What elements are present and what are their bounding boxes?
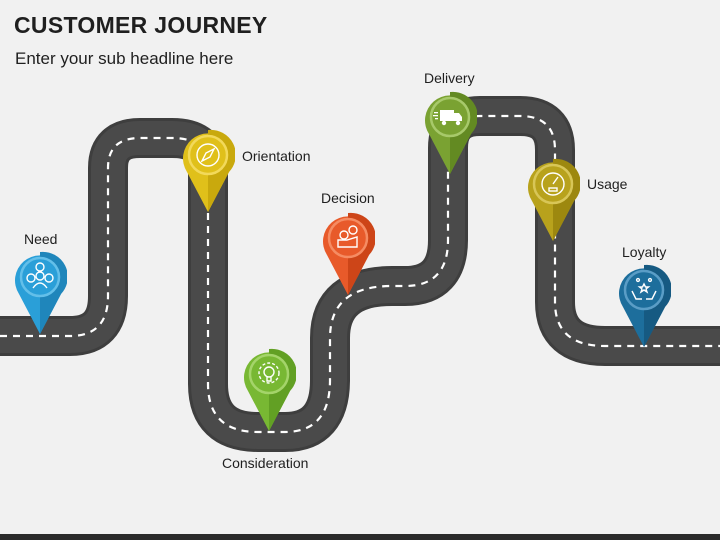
stage-pin-delivery[interactable] — [423, 90, 477, 176]
delivery-truck-icon — [433, 110, 462, 126]
page-subtitle: Enter your sub headline here — [15, 49, 234, 68]
stage-label-need: Need — [24, 231, 58, 247]
stage-pin-decision[interactable] — [321, 211, 375, 297]
lightbulb-gear-icon — [258, 362, 280, 384]
stage-pin-need[interactable] — [13, 250, 67, 336]
hands-stars-icon — [631, 277, 657, 300]
stage-pin-consideration[interactable] — [242, 347, 296, 433]
bottom-bar — [0, 534, 720, 540]
stage-pin-loyalty[interactable] — [617, 263, 671, 349]
page-title: CUSTOMER JOURNEY — [14, 12, 268, 38]
stage-pin-usage[interactable] — [526, 157, 580, 243]
stage-label-usage: Usage — [587, 176, 628, 192]
gauge-icon — [541, 172, 565, 196]
stage-label-delivery: Delivery — [424, 70, 475, 86]
hand-checklist-icon — [337, 225, 358, 248]
compass-icon — [196, 143, 220, 167]
stage-label-loyalty: Loyalty — [622, 244, 667, 260]
stage-label-consideration: Consideration — [222, 455, 309, 471]
user-heart-money-icon — [26, 262, 54, 289]
stage-label-orientation: Orientation — [242, 148, 311, 164]
stage-pin-orientation[interactable] — [181, 128, 235, 214]
stage-label-decision: Decision — [321, 190, 375, 206]
